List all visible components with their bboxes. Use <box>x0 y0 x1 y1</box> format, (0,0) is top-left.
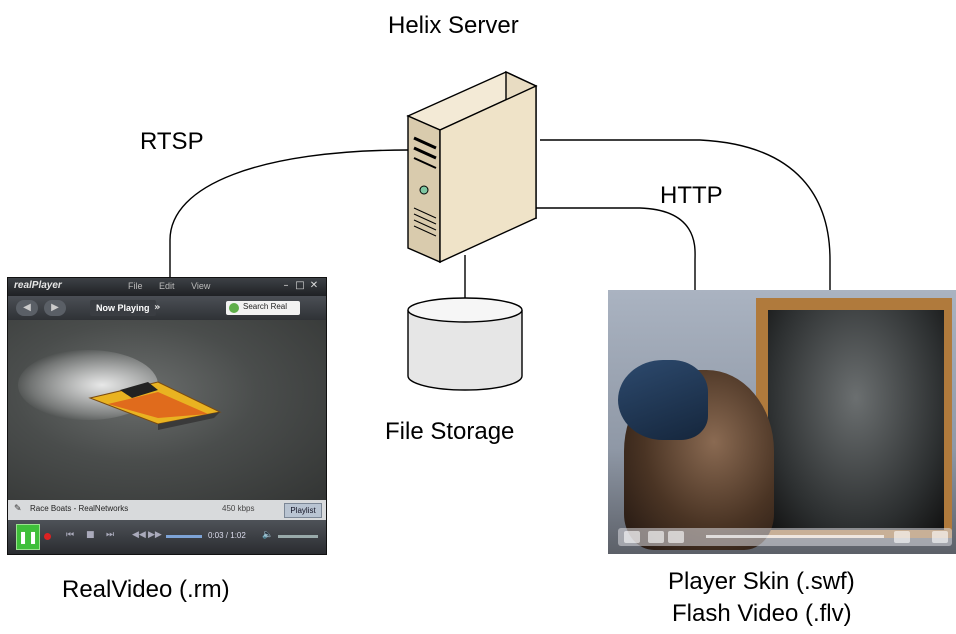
server-icon <box>406 70 538 264</box>
realplayer-statusbar: ✎ Race Boats - RealNetworks 450 kbps Pla… <box>8 500 326 520</box>
flash-caption-line1: Player Skin (.swf) <box>668 568 855 595</box>
flash-caption-line2: Flash Video (.flv) <box>672 600 852 627</box>
flash-controls <box>618 528 952 546</box>
volume-icon[interactable]: 🔈 <box>262 530 274 540</box>
next-icon[interactable]: ⏭ <box>106 530 115 540</box>
previous-icon[interactable]: ⏮ <box>66 530 75 540</box>
playlist-button[interactable]: Playlist <box>284 503 322 518</box>
server-label: Helix Server <box>388 12 519 39</box>
character-hair-image <box>618 360 708 440</box>
seek-slider[interactable] <box>706 535 884 538</box>
menu-view[interactable]: View <box>191 281 211 291</box>
back-icon[interactable]: ◀ <box>16 300 38 316</box>
volume-slider[interactable] <box>278 535 318 538</box>
rewind-icon[interactable]: ◀◀ <box>132 530 146 540</box>
minimize-icon[interactable]: – <box>283 280 289 291</box>
maximize-icon[interactable]: □ <box>295 280 305 291</box>
seek-slider[interactable] <box>166 535 202 538</box>
realplayer-menu: File Edit View <box>128 281 224 291</box>
close-icon[interactable]: ✕ <box>309 280 319 291</box>
http-link-video <box>540 139 831 290</box>
menu-file[interactable]: File <box>128 281 143 291</box>
rtsp-label: RTSP <box>140 128 204 155</box>
tab-now-playing[interactable]: Now Playing <box>90 300 156 316</box>
realplayer-titlebar: realPlayer File Edit View – □ ✕ <box>8 278 326 296</box>
edit-icon[interactable]: ✎ <box>14 504 22 514</box>
search-placeholder: Search Real <box>243 302 288 311</box>
time-readout: 0:03 / 1:02 <box>208 531 246 540</box>
fast-forward-icon[interactable]: ▶▶ <box>148 530 162 540</box>
rtsp-link <box>169 149 409 278</box>
flash-player-screenshot <box>608 290 956 554</box>
more-tabs-icon[interactable]: » <box>154 302 161 313</box>
stop-icon[interactable]: ■ <box>86 530 95 540</box>
realplayer-logo: realPlayer <box>14 280 62 291</box>
rewind-icon[interactable] <box>624 531 640 543</box>
creature-image <box>768 310 944 530</box>
fullscreen-icon[interactable] <box>932 531 948 543</box>
storage-label: File Storage <box>385 418 515 445</box>
realplayer-controls: ❚❚ ⏮ ■ ⏭ ◀◀ ▶▶ 0:03 / 1:02 🔈 <box>8 520 326 554</box>
stop-icon[interactable] <box>668 531 684 543</box>
realvideo-caption: RealVideo (.rm) <box>62 576 230 603</box>
realplayer-navbar: ◀ ▶ Now Playing » Search Real <box>8 296 326 320</box>
bitrate-readout: 450 kbps <box>222 504 255 513</box>
boat-image <box>88 381 222 430</box>
realplayer-screenshot: realPlayer File Edit View – □ ✕ ◀ ▶ Now … <box>8 278 326 554</box>
http-link-skin <box>530 207 696 290</box>
menu-edit[interactable]: Edit <box>159 281 175 291</box>
clip-title: Race Boats - RealNetworks <box>30 504 129 513</box>
storage-icon <box>407 297 523 391</box>
volume-icon[interactable] <box>894 531 910 543</box>
record-icon[interactable] <box>44 533 51 540</box>
forward-icon[interactable]: ▶ <box>44 300 66 316</box>
http-label: HTTP <box>660 182 723 209</box>
pause-button[interactable]: ❚❚ <box>16 524 40 550</box>
video-area <box>8 320 326 500</box>
search-input[interactable]: Search Real <box>226 301 300 315</box>
play-icon[interactable] <box>648 531 664 543</box>
search-icon <box>229 303 239 313</box>
